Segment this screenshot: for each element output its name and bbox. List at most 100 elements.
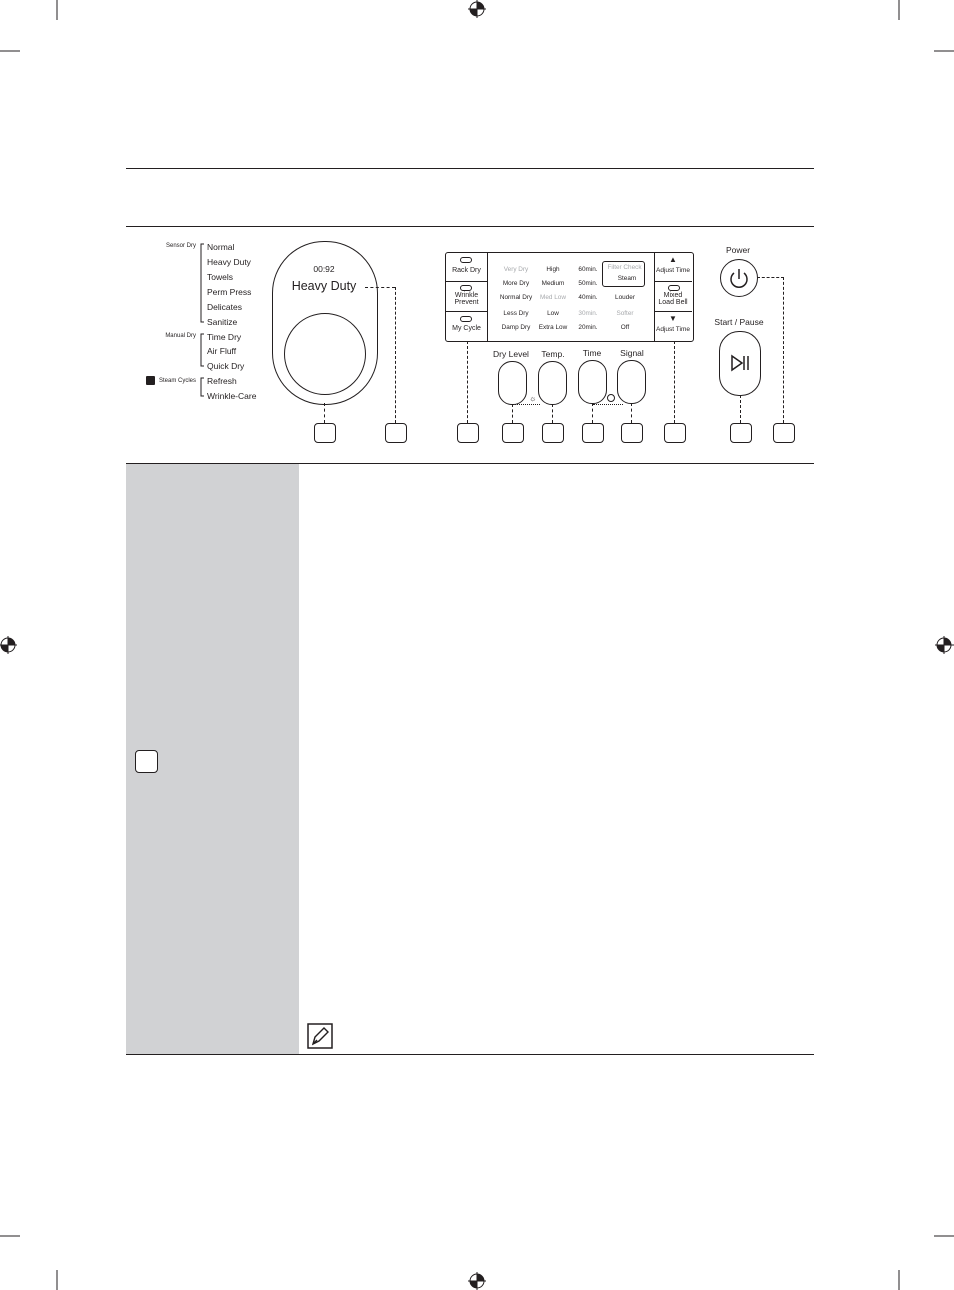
signal-louder: Louder [615,294,635,301]
dry-level-normal-dry: Normal Dry [499,294,533,301]
cycle-air-fluff[interactable]: Air Fluff [207,346,237,356]
top-rule [126,168,814,169]
wrinkle-prevent-indicator [460,285,472,291]
callout-signal [621,423,643,443]
mixed-load-line1[interactable]: Mixed [663,292,683,299]
leader-display-h [365,287,395,288]
leader-left-keys [467,341,468,423]
display-left-divider [487,252,488,341]
combo-dotted-line-2 [593,404,623,405]
steam-cycles-label: Steam Cycles [158,378,196,384]
cycle-quick-dry[interactable]: Quick Dry [207,361,245,371]
dry-level-button[interactable] [498,361,527,405]
temp-extra-low: Extra Low [538,324,568,331]
control-display-frame [445,252,694,342]
my-cycle-button[interactable]: My Cycle [452,325,481,332]
callout-display [385,423,407,443]
cycle-sanitize[interactable]: Sanitize [207,317,238,327]
dial-time-display: 00:92 [313,264,335,274]
crosshair-top-icon [468,0,486,18]
callout-temp [542,423,564,443]
mixed-load-bell-indicator [668,285,680,291]
dry-level-label: Dry Level [493,349,529,359]
rack-dry-button[interactable]: Rack Dry [452,267,481,274]
leader-time [592,403,593,423]
callout-power [773,423,795,443]
steam-cycles-icon [146,376,155,385]
cycle-perm-press[interactable]: Perm Press [207,287,252,297]
row-number-callout [135,750,158,773]
adjust-time-down-label[interactable]: Adjust Time [656,326,690,333]
crosshair-bottom-icon [468,1272,486,1290]
leader-power-v [783,277,784,423]
sensor-dry-label: Sensor Dry [165,243,196,249]
leader-right-keys [674,341,675,423]
adjust-time-up-label[interactable]: Adjust Time [656,267,690,274]
signal-button[interactable] [617,360,646,404]
up-arrow-icon[interactable]: ▲ [669,255,677,264]
power-label: Power [725,245,751,255]
start-pause-button[interactable] [719,331,761,396]
right-keys-divider-1 [654,281,692,282]
time-50: 50min. [578,280,598,287]
filter-check-indicator: Filter Check [607,264,642,271]
leader-display-v [395,287,396,423]
cycle-time-dry[interactable]: Time Dry [207,332,242,342]
temp-medium: Medium [541,280,565,287]
signal-softer: Softer [616,310,634,317]
time-20: 20min. [578,324,598,331]
cycle-delicates[interactable]: Delicates [207,302,242,312]
rack-dry-indicator [460,257,472,263]
crosshair-right-icon [935,636,954,654]
callout-dial [314,423,336,443]
callout-right-keys [664,423,686,443]
down-arrow-icon[interactable]: ▼ [669,314,677,323]
combo-dotted-line-1 [512,404,540,405]
cycle-wrinkle-care[interactable]: Wrinkle-Care [207,391,257,401]
temp-label: Temp. [541,349,565,359]
cycle-towels[interactable]: Towels [207,272,233,282]
time-40: 40min. [578,294,598,301]
leader-temp [552,404,553,423]
start-pause-label: Start / Pause [714,317,764,327]
time-label: Time [582,348,602,358]
light-bulb-icon: ☼ [529,394,537,403]
dial-cycle-display: Heavy Duty [291,279,357,293]
panel-bottom-rule [126,463,814,464]
callout-dry-level [502,423,524,443]
right-keys-divider-2 [654,311,692,312]
time-30: 30min. [578,310,598,317]
wrinkle-prevent-line1[interactable]: Wrinkle [454,292,479,299]
temp-med-low: Med Low [540,294,566,301]
temp-low: Low [547,310,559,317]
cycle-brackets [200,243,204,397]
cycle-refresh[interactable]: Refresh [207,376,237,386]
left-keys-divider-2 [445,311,488,312]
signal-off: Off [620,324,630,331]
cycle-normal[interactable]: Normal [207,242,235,252]
temp-high: High [546,266,560,273]
left-keys-divider-1 [445,281,488,282]
leader-start-pause [740,395,741,423]
temp-button[interactable] [538,361,567,405]
table-bottom-rule [126,1054,814,1055]
dry-level-very-dry: Very Dry [503,266,529,273]
leader-dry-level [512,404,513,423]
cycle-heavy-duty[interactable]: Heavy Duty [207,257,251,267]
steam-indicator: Steam [617,275,637,282]
mixed-load-line2[interactable]: Load Bell [658,299,688,306]
callout-left-keys [457,423,479,443]
child-lock-icon [607,394,615,402]
power-button[interactable] [720,259,758,297]
wrinkle-prevent-line2[interactable]: Prevent [454,299,479,306]
header-rule [126,226,814,227]
cycle-selector-knob[interactable] [284,313,366,395]
cycle-selector-outline [272,241,378,405]
my-cycle-indicator [460,316,472,322]
dry-level-more-dry: More Dry [502,280,530,287]
time-60: 60min. [578,266,598,273]
time-button[interactable] [578,360,607,404]
leader-power-h [757,277,784,278]
signal-label: Signal [620,348,644,358]
